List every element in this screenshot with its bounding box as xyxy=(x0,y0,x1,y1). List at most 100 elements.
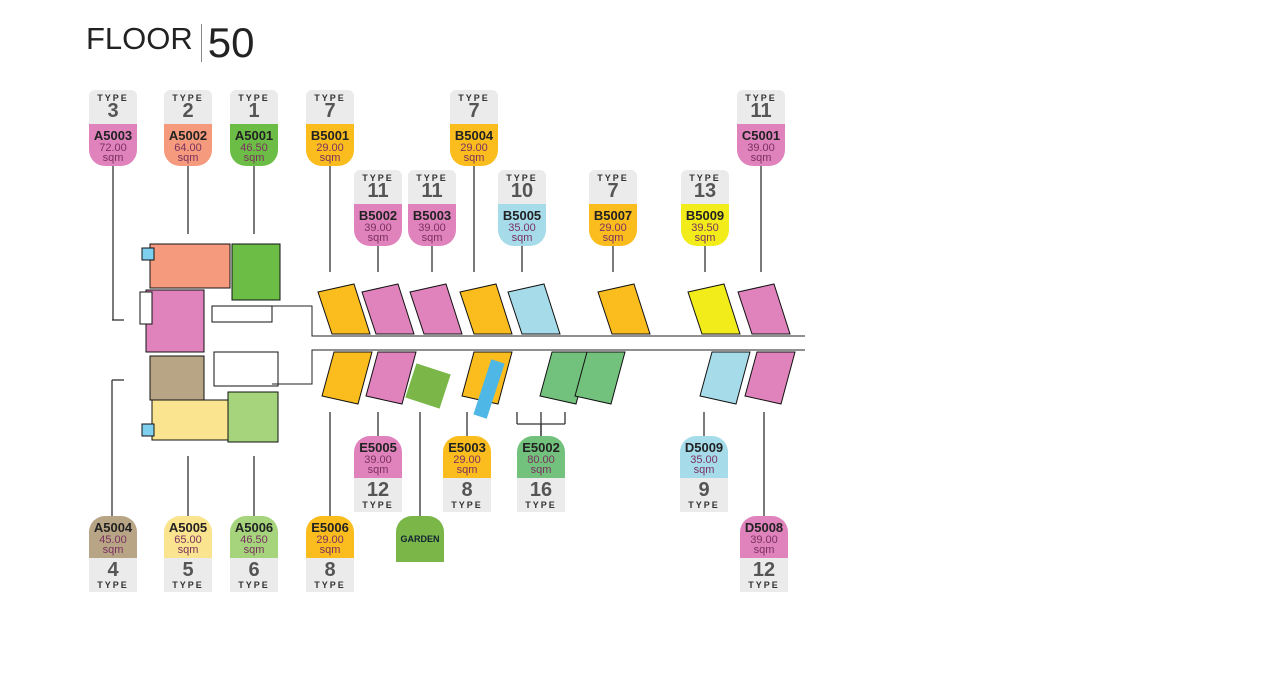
garden-label[interactable]: GARDEN xyxy=(396,516,444,562)
unit-block[interactable] xyxy=(744,351,796,405)
unit-sqm: sqm xyxy=(693,464,715,476)
unit-block[interactable] xyxy=(459,283,513,335)
unit-block[interactable] xyxy=(597,283,651,335)
unit-area: 46.50 xyxy=(240,142,268,154)
unit-code: B5003 xyxy=(412,208,452,223)
unit-code: C5001 xyxy=(741,128,781,143)
type-number: 10 xyxy=(510,180,534,202)
unit-code: A5002 xyxy=(168,128,208,143)
unit-block[interactable] xyxy=(321,351,373,405)
type-number: 11 xyxy=(367,180,389,202)
unit-block[interactable] xyxy=(737,283,791,335)
type-word: TYPE xyxy=(689,173,721,183)
unit-block[interactable] xyxy=(361,283,415,335)
floor-number: 50 xyxy=(207,19,255,66)
type-word: TYPE xyxy=(745,93,777,103)
type-number: 6 xyxy=(248,559,260,581)
unit-sqm: sqm xyxy=(530,464,552,476)
type-number: 1 xyxy=(248,100,260,122)
unit-sqm: sqm xyxy=(367,464,389,476)
type-word: TYPE xyxy=(314,93,346,103)
unit-code: E5002 xyxy=(522,440,560,455)
type-word: TYPE xyxy=(97,93,129,103)
type-word: TYPE xyxy=(314,580,346,590)
unit-area: 65.00 xyxy=(174,534,202,546)
unit-code: E5005 xyxy=(359,440,397,455)
type-word: TYPE xyxy=(172,93,204,103)
unit-area: 29.00 xyxy=(316,534,344,546)
unit-code: E5003 xyxy=(448,440,486,455)
type-number: 7 xyxy=(324,100,336,122)
unit-area: 29.00 xyxy=(460,142,488,154)
unit-area: 39.00 xyxy=(750,534,778,546)
unit-code: A5001 xyxy=(234,128,274,143)
unit-area: 39.50 xyxy=(691,222,719,234)
type-number: 11 xyxy=(421,180,443,202)
unit-sqm: sqm xyxy=(421,232,443,244)
unit-sqm: sqm xyxy=(319,152,341,164)
unit-block[interactable] xyxy=(409,283,463,335)
unit-code: B5001 xyxy=(310,128,350,143)
type-word: TYPE xyxy=(506,173,538,183)
unit-block[interactable] xyxy=(317,283,371,335)
unit-sqm: sqm xyxy=(602,232,624,244)
type-word: TYPE xyxy=(172,580,204,590)
type-word: TYPE xyxy=(748,580,780,590)
unit-block[interactable] xyxy=(699,351,751,405)
unit-area: 29.00 xyxy=(453,454,481,466)
unit-block[interactable] xyxy=(365,351,417,405)
floor-word: FLOOR xyxy=(86,21,193,56)
unit-code: B5002 xyxy=(358,208,398,223)
left-block xyxy=(139,243,281,443)
unit-block[interactable] xyxy=(574,351,626,405)
garden-area xyxy=(405,363,451,409)
unit-sqm: sqm xyxy=(102,544,124,556)
type-number: 16 xyxy=(529,479,553,501)
unit-area: 35.00 xyxy=(690,454,718,466)
unit-area: 64.00 xyxy=(174,142,202,154)
unit-block[interactable] xyxy=(507,283,561,335)
unit-block[interactable] xyxy=(687,283,741,335)
type-number: 4 xyxy=(107,559,119,581)
unit-area: 80.00 xyxy=(527,454,555,466)
unit-sqm: sqm xyxy=(243,152,265,164)
unit-code: E5006 xyxy=(311,520,349,535)
